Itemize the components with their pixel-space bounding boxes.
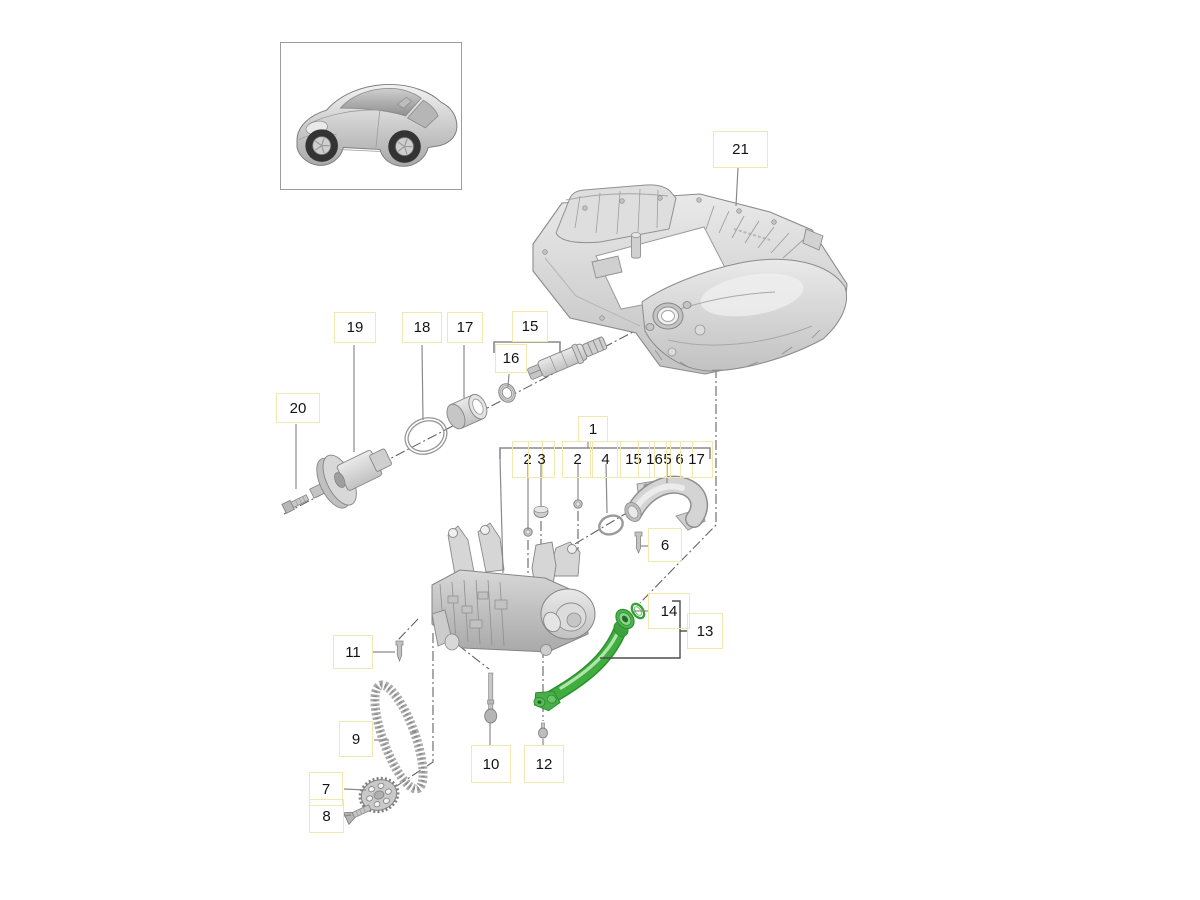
part-cap-3[interactable]	[533, 505, 549, 518]
callout-21[interactable]: 21	[713, 131, 768, 168]
callout-2b[interactable]: 2	[562, 441, 593, 478]
callout-14[interactable]: 14	[648, 593, 690, 629]
callout-6[interactable]: 6	[648, 528, 682, 562]
callout-21-label: 21	[732, 141, 749, 158]
callout-8-label: 8	[322, 807, 331, 825]
part-intake-elbow-5[interactable]	[622, 475, 709, 531]
part-bushing-17[interactable]	[443, 392, 490, 432]
callout-7[interactable]: 7	[309, 772, 343, 806]
callout-8[interactable]: 8	[309, 799, 344, 833]
part-oring-14-highlighted[interactable]	[629, 602, 646, 621]
part-bolt-12[interactable]	[538, 722, 548, 739]
part-drive-housing-19[interactable]	[300, 432, 400, 518]
callout-20-label: 20	[289, 399, 307, 417]
part-oring-4[interactable]	[597, 512, 626, 537]
part-nut-2b[interactable]	[573, 499, 583, 509]
vehicle-thumbnail	[280, 42, 462, 190]
part-bolt-10[interactable]	[484, 672, 498, 724]
callout-6-row-label: 6	[675, 451, 684, 468]
callout-7-label: 7	[321, 780, 331, 798]
part-bolt-20[interactable]	[281, 493, 310, 514]
callout-6-row[interactable]: 6	[666, 441, 693, 478]
callout-13[interactable]: 13	[687, 613, 723, 649]
callout-6-label: 6	[660, 536, 670, 554]
callout-4-label: 4	[601, 451, 610, 468]
callout-15-row-label: 15	[625, 451, 642, 468]
part-drive-shaft-15[interactable]	[525, 333, 608, 383]
part-oil-pump-assembly[interactable]	[431, 522, 596, 656]
part-bolt-6[interactable]	[634, 531, 643, 555]
callout-2a[interactable]: 2	[512, 441, 543, 478]
car-illustration	[296, 83, 458, 167]
part-oring-18[interactable]	[399, 411, 453, 460]
callout-16-label: 16	[502, 350, 520, 367]
callout-19[interactable]: 19	[334, 312, 376, 343]
callout-9[interactable]: 9	[339, 721, 373, 757]
part-sprocket-7[interactable]	[355, 773, 403, 817]
callout-11-label: 11	[345, 643, 361, 661]
callout-18-label: 18	[413, 319, 431, 336]
callout-15-label: 15	[521, 318, 539, 335]
callout-16[interactable]: 16	[495, 344, 527, 373]
callout-1-label: 1	[588, 420, 598, 438]
part-bolt-11[interactable]	[395, 640, 404, 663]
callout-12[interactable]: 12	[524, 745, 564, 783]
part-ring-16[interactable]	[496, 381, 518, 405]
leader-lines	[295, 167, 739, 817]
callout-2b-label: 2	[573, 451, 582, 468]
callout-20[interactable]: 20	[276, 393, 320, 423]
callout-9-label: 9	[351, 730, 361, 748]
callout-3[interactable]: 3	[528, 441, 555, 478]
callout-17-row[interactable]: 17	[680, 441, 713, 478]
callout-17-row-label: 17	[688, 451, 705, 468]
callout-1[interactable]: 1	[578, 416, 608, 442]
callout-10[interactable]: 10	[471, 745, 511, 783]
callout-14-label: 14	[660, 602, 678, 620]
part-screw-8[interactable]	[342, 802, 372, 826]
callout-15[interactable]: 15	[512, 311, 548, 342]
callout-13-label: 13	[696, 622, 714, 640]
callout-4[interactable]: 4	[590, 441, 621, 478]
callout-15-row[interactable]: 15	[617, 441, 650, 478]
callout-19-label: 19	[346, 319, 364, 336]
callout-18[interactable]: 18	[402, 312, 442, 343]
part-oil-pan[interactable]	[532, 184, 848, 375]
callout-11[interactable]: 11	[333, 635, 373, 669]
callout-5-label: 5	[663, 451, 672, 468]
callout-12-label: 12	[535, 755, 553, 773]
part-suction-pipe-13-highlighted[interactable]	[532, 606, 638, 713]
callout-10-label: 10	[482, 755, 500, 773]
callout-2a-label: 2	[523, 451, 532, 468]
callout-3-label: 3	[537, 451, 546, 468]
callout-17-label: 17	[456, 319, 474, 336]
part-chain-9[interactable]	[365, 680, 433, 794]
callout-17[interactable]: 17	[447, 312, 483, 343]
group-brackets	[493, 341, 711, 659]
